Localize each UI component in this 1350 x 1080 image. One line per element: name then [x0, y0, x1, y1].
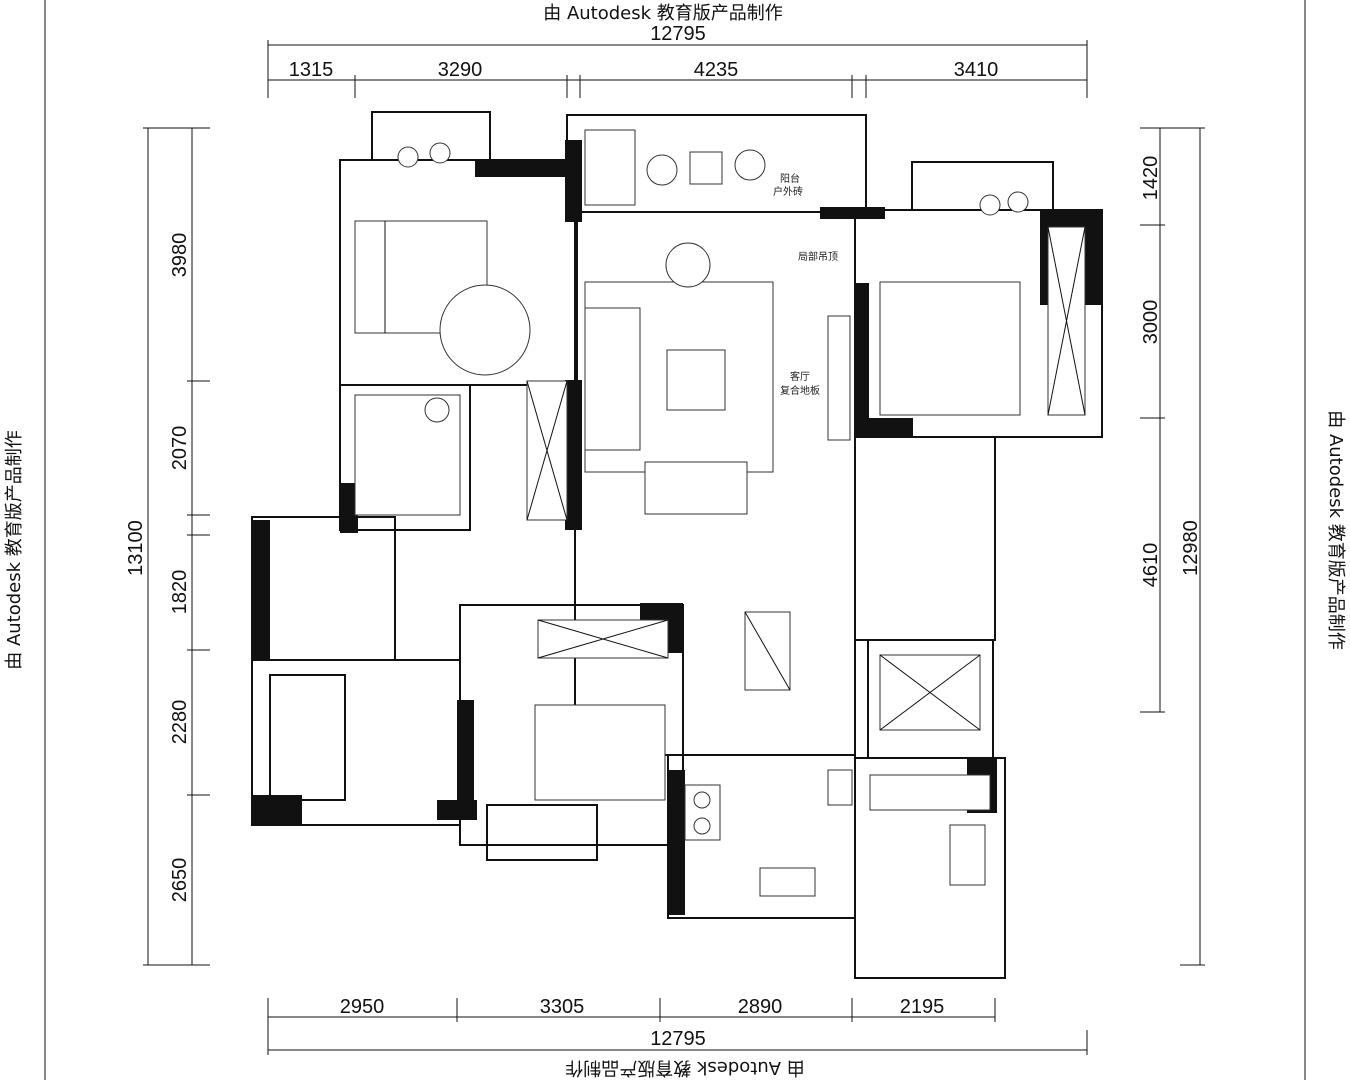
- dim-right-total: 12980: [1180, 520, 1202, 576]
- dim-right: 4610: [1140, 543, 1162, 588]
- watermark-left: 由 Autodesk 教育版产品制作: [4, 430, 25, 670]
- cushion: [429, 142, 451, 164]
- dim-right: 3000: [1140, 300, 1162, 345]
- dim-top-total: 12795: [650, 23, 706, 45]
- dim-left: 2650: [169, 858, 191, 903]
- game-table: [689, 151, 723, 185]
- armchair: [644, 461, 748, 515]
- dim-top: 1315: [289, 59, 334, 81]
- living-room-label: 客厅: [790, 370, 810, 383]
- bottom-dimensions: 2950 3305 2890 2195 12795: [267, 996, 1088, 1055]
- top-dimensions: 12795 1315 3290 4235 3410: [267, 23, 1088, 98]
- left-dimensions: 13100 3980 2070 1820 2280 2650: [125, 127, 210, 966]
- watermark-top: 由 Autodesk 教育版产品制作: [543, 3, 783, 24]
- balcony-floor-label: 户外砖: [773, 185, 803, 198]
- dim-bottom: 2890: [738, 996, 783, 1018]
- cushion: [979, 194, 1001, 216]
- dim-bottom: 2950: [340, 996, 385, 1018]
- lounge-chair: [665, 242, 711, 288]
- living-floor-label: 复合地板: [780, 384, 820, 397]
- dim-left: 3980: [169, 233, 191, 278]
- washing-machine: [827, 769, 853, 806]
- right-dimensions: 1420 3000 4610 12980: [1140, 127, 1205, 966]
- furniture: [354, 129, 1086, 897]
- bed: [879, 281, 1021, 416]
- dim-top: 4235: [694, 59, 739, 81]
- balcony-storage: [584, 129, 636, 206]
- dim-top: 3410: [954, 59, 999, 81]
- balcony-label: 阳台: [780, 172, 800, 185]
- watermark-bottom: 由 Autodesk 教育版产品制作: [565, 1057, 805, 1078]
- tv-cabinet: [827, 315, 851, 441]
- dim-bottom-total: 12795: [650, 1028, 706, 1050]
- ceiling-label: 局部吊顶: [798, 250, 838, 263]
- coffee-table: [666, 349, 726, 411]
- dim-bottom: 3305: [540, 996, 585, 1018]
- dim-left: 2280: [169, 700, 191, 745]
- dim-left: 2070: [169, 426, 191, 471]
- table: [949, 824, 986, 886]
- sofa: [584, 307, 641, 451]
- dim-left-total: 13100: [125, 520, 147, 576]
- dim-bottom: 2195: [900, 996, 945, 1018]
- sink: [759, 867, 816, 897]
- dim-left: 1820: [169, 570, 191, 615]
- cushion: [1007, 191, 1029, 213]
- round-rug: [439, 284, 531, 376]
- bed: [534, 704, 666, 801]
- dim-right: 1420: [1140, 156, 1162, 201]
- cushion: [397, 146, 419, 168]
- cabinet: [869, 774, 991, 811]
- dim-top: 3290: [438, 59, 483, 81]
- watermark-right: 由 Autodesk 教育版产品制作: [1325, 410, 1346, 650]
